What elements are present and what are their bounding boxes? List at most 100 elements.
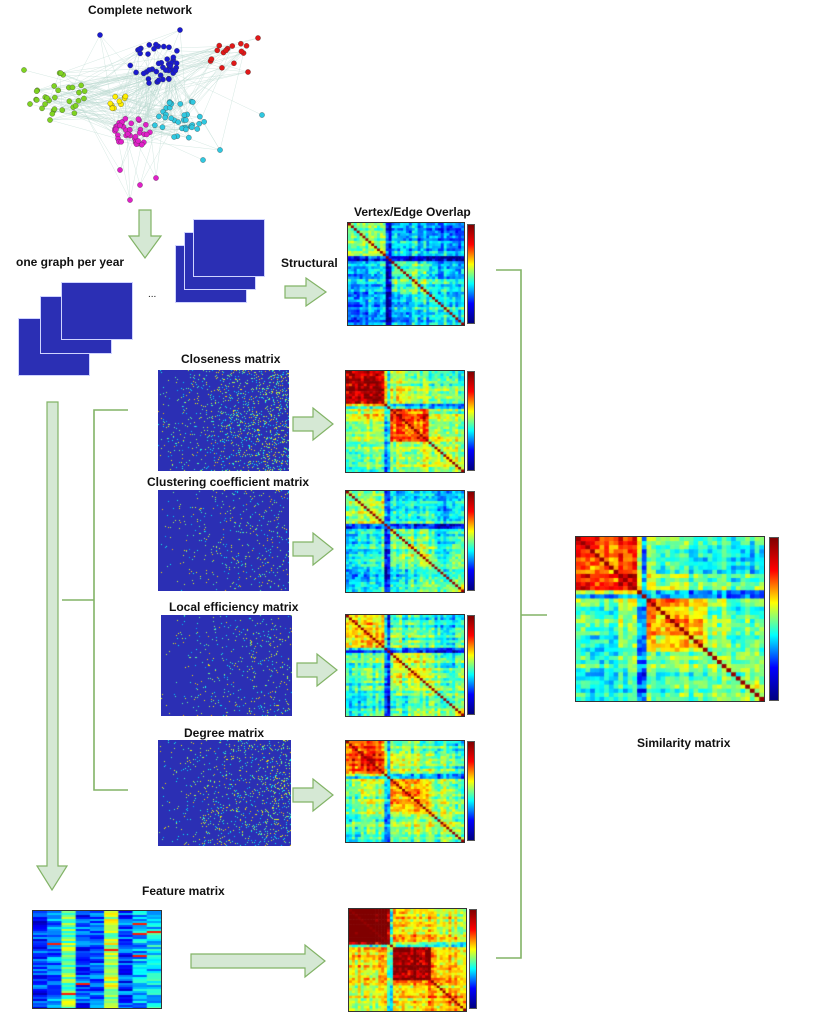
- network-node: [229, 43, 236, 49]
- year-graph-3: [61, 282, 133, 340]
- network-edge: [119, 78, 169, 123]
- network-edge: [168, 79, 193, 103]
- network-node: [125, 131, 131, 137]
- network-node: [172, 67, 179, 74]
- network-edge: [68, 48, 141, 88]
- network-node: [21, 67, 27, 73]
- network-node: [118, 139, 124, 145]
- network-node: [112, 93, 118, 100]
- network-node: [255, 35, 261, 41]
- network-node: [201, 119, 207, 125]
- network-node: [127, 62, 134, 69]
- network-node: [259, 112, 265, 118]
- network-node: [173, 60, 180, 66]
- network-node: [216, 42, 223, 49]
- network-edge: [72, 87, 120, 142]
- network-node: [132, 133, 139, 140]
- combined-similarity-heatmap: [575, 536, 765, 702]
- network-edge: [49, 100, 112, 106]
- network-node: [161, 43, 167, 50]
- network-node: [49, 111, 56, 117]
- network-edge: [73, 71, 249, 108]
- network-node: [117, 122, 123, 129]
- overlap-colorbar: [467, 224, 475, 324]
- network-node: [75, 97, 82, 104]
- arrow-right-structural: [284, 276, 328, 308]
- network-node: [162, 114, 168, 121]
- degree-similarity-heatmap: [345, 740, 465, 843]
- network-node: [72, 102, 79, 109]
- network-node: [208, 56, 215, 62]
- network-node: [122, 93, 129, 100]
- network-edge: [124, 62, 162, 98]
- network-node: [39, 105, 45, 112]
- network-edge: [144, 44, 150, 135]
- heatmap-canvas: [346, 741, 464, 842]
- network-node: [200, 157, 206, 163]
- network-edge: [153, 48, 168, 60]
- closeness-title: Closeness matrix: [181, 352, 281, 366]
- network-node: [143, 122, 149, 128]
- structural-label: Structural: [281, 256, 338, 270]
- network-node: [152, 122, 158, 129]
- network-node: [122, 116, 129, 122]
- network-edge: [168, 79, 172, 119]
- network-node: [58, 70, 64, 76]
- network-node: [47, 117, 53, 123]
- network-node: [59, 107, 66, 113]
- network-edge: [168, 78, 184, 121]
- network-node: [243, 43, 250, 49]
- network-node: [136, 46, 143, 52]
- network-node: [175, 119, 181, 125]
- heatmap-canvas: [346, 371, 464, 472]
- network-edge: [138, 63, 235, 142]
- network-edge: [115, 65, 171, 97]
- network-edge: [141, 51, 242, 145]
- network-node: [81, 95, 87, 102]
- feature-matrix-canvas: [158, 740, 291, 846]
- network-node: [109, 105, 116, 112]
- network-edge: [37, 58, 212, 91]
- network-edge: [78, 49, 140, 101]
- network-edge: [128, 81, 158, 135]
- feature-title: Feature matrix: [142, 884, 225, 898]
- bracket-right: [496, 269, 522, 959]
- network-node: [51, 106, 58, 112]
- heatmap-canvas: [349, 909, 466, 1011]
- network-edge: [99, 34, 113, 109]
- network-edge: [49, 107, 167, 121]
- network-edge: [60, 29, 181, 74]
- network-node: [117, 167, 123, 173]
- feature-similarity-heatmap: [348, 908, 467, 1012]
- closeness-colorbar: [467, 371, 475, 471]
- network-node: [139, 141, 145, 148]
- network-edge: [59, 73, 63, 111]
- year-graph-stack-3: [193, 219, 265, 277]
- network-node: [155, 77, 162, 84]
- network-node: [69, 84, 76, 91]
- network-edge: [167, 37, 259, 60]
- heatmap-canvas: [348, 223, 464, 325]
- network-node: [219, 65, 225, 71]
- arrow-right-degree: [292, 777, 334, 813]
- degree-colorbar: [467, 741, 475, 841]
- network-edge: [59, 48, 228, 74]
- network-node: [76, 89, 82, 96]
- feature-column-heatmap: [32, 910, 162, 1009]
- network-node: [42, 101, 48, 107]
- network-node: [166, 44, 172, 51]
- network-node: [137, 182, 143, 188]
- network-edge: [219, 53, 244, 151]
- network-node: [71, 110, 78, 116]
- network-node: [177, 27, 183, 33]
- network-edge: [69, 72, 174, 102]
- network-node: [44, 95, 50, 101]
- network-edge: [83, 48, 141, 99]
- network-edge: [136, 118, 172, 142]
- network-edge: [63, 74, 159, 81]
- network-edge: [73, 45, 233, 108]
- network-node: [135, 116, 142, 122]
- network-node: [174, 48, 180, 54]
